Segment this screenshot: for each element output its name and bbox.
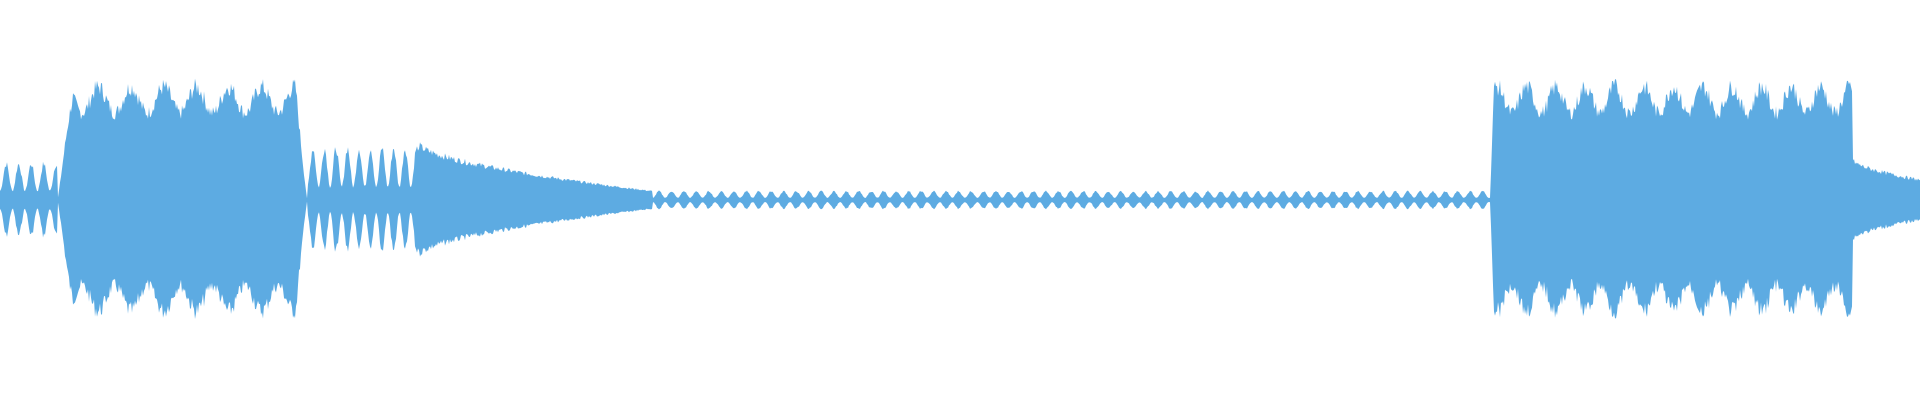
waveform-envelope — [0, 78, 1920, 319]
